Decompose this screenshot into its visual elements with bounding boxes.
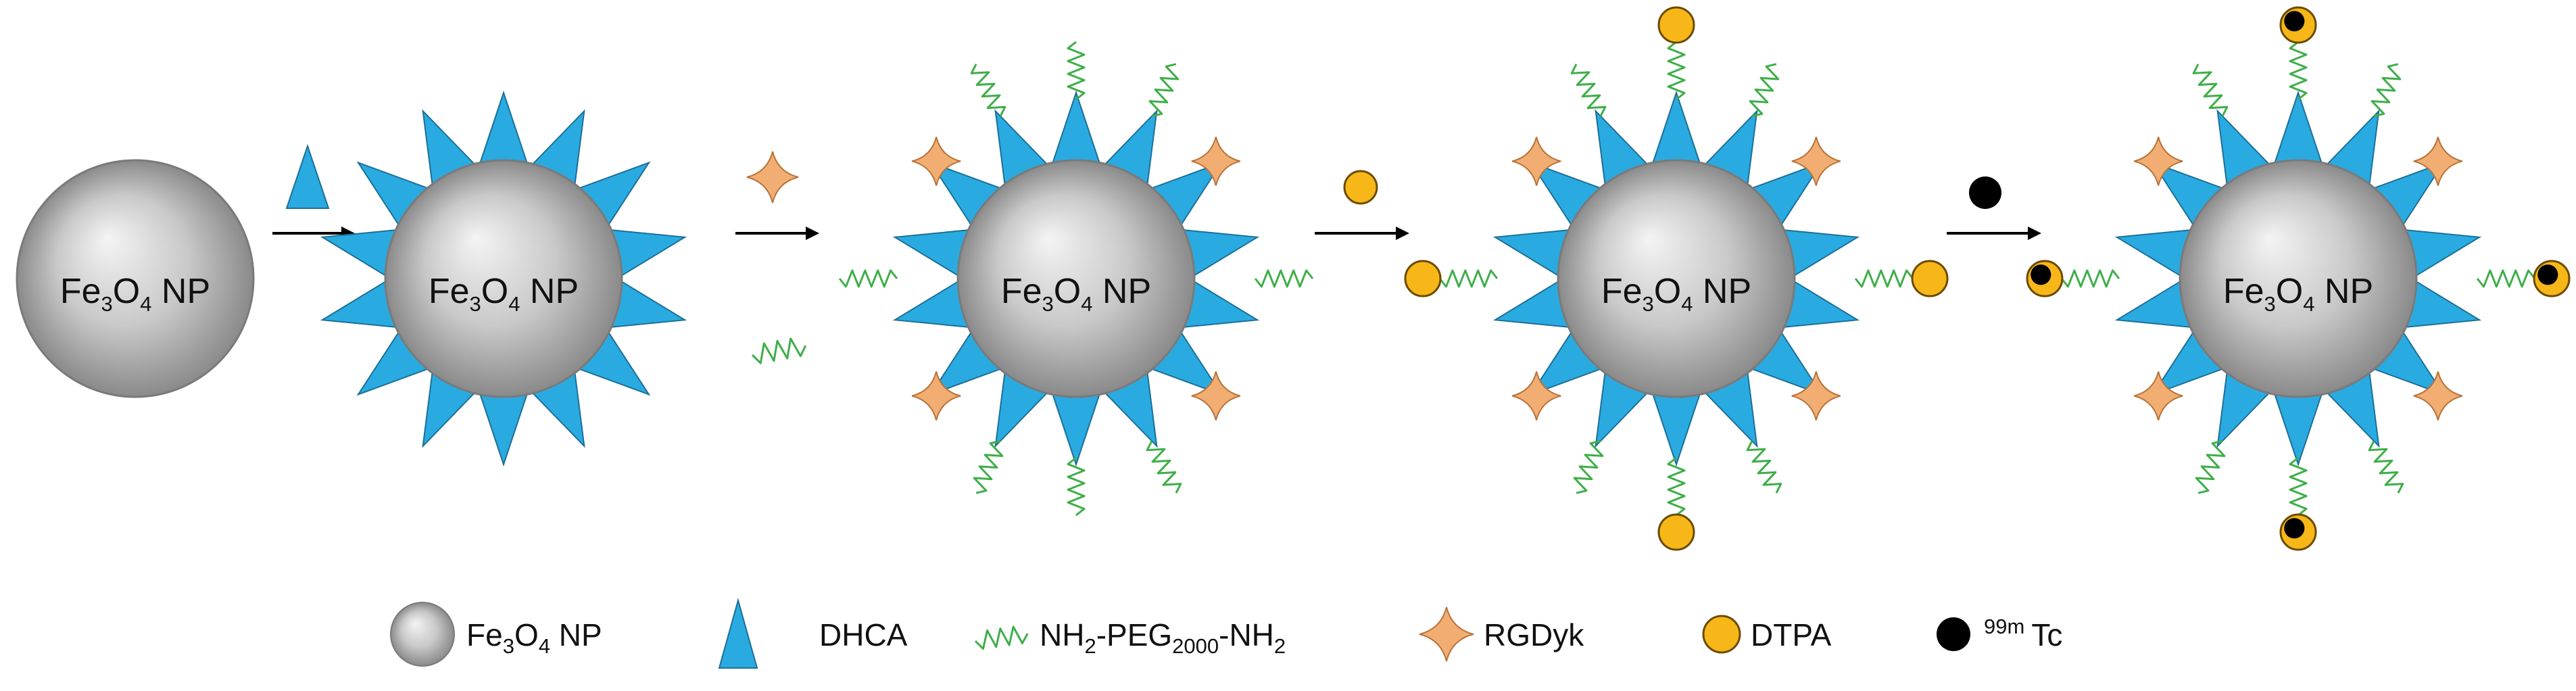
reaction-arrow-3 [1315, 227, 1409, 240]
peg-chain-icon [2368, 440, 2404, 494]
tc-dot [2537, 264, 2558, 285]
dtpa-circle-icon [1657, 513, 1695, 551]
rgdyk-star-icon [1791, 137, 1841, 186]
arrow-head [1396, 227, 1409, 240]
peg-chain-icon [973, 439, 1004, 494]
rgdyk-star-icon [1791, 371, 1841, 421]
fe3o4-np-stage5 [2179, 159, 2418, 398]
peg-chain-icon [2195, 439, 2226, 494]
tc-dot [2284, 11, 2305, 32]
peg-chain-icon [1254, 269, 1314, 288]
rgdyk-star-icon [911, 371, 961, 421]
peg-chain-icon [1573, 439, 1604, 494]
peg-chain-icon [838, 269, 898, 288]
dtpa-reagent-icon [1343, 170, 1378, 205]
fe3o4-np-stage1 [16, 159, 255, 398]
legend-dtpa-icon [1702, 615, 1741, 654]
fe3o4-np-stage2 [384, 159, 623, 398]
dhca-spike [2273, 90, 2324, 166]
np-label-3: Fe3O4 NP [1001, 272, 1151, 316]
rgdyk-star-icon [2133, 371, 2183, 421]
peg-chain-icon [1438, 269, 1499, 288]
peg-chain-icon [1749, 63, 1780, 118]
fe3o4-np-stage3 [956, 159, 1196, 398]
peg-chain-icon [1854, 269, 1914, 288]
peg-chain-icon [2289, 456, 2308, 517]
legend-rgdyk-icon [1419, 606, 1474, 662]
peg-chain-icon [1146, 440, 1182, 494]
peg-chain-icon [2289, 41, 2308, 101]
peg-chain-icon [2060, 269, 2120, 288]
dhca-spike [478, 90, 529, 166]
fe3o4-np-stage4 [1557, 159, 1796, 398]
peg-reagent-icon [751, 337, 807, 364]
dhca-reagent-icon [285, 143, 330, 209]
legend-label-fe3o4: Fe3O4 NP [466, 617, 602, 658]
tc-reagent-icon [1969, 176, 2001, 209]
dtpa-circle-icon [1404, 260, 1442, 297]
dhca-spike [1050, 391, 1102, 467]
dhca-spike [2273, 391, 2324, 467]
peg-chain-icon [970, 64, 1006, 117]
peg-chain-icon [1667, 41, 1686, 101]
dhca-spike [478, 391, 529, 467]
np-label-5: Fe3O4 NP [2223, 272, 2373, 316]
peg-chain-icon [2192, 64, 2229, 117]
dhca-spike [1651, 90, 1702, 166]
peg-chain-icon [2371, 63, 2402, 118]
rgdyk-star-icon [2133, 137, 2183, 186]
dtpa-tc-icon [2026, 260, 2064, 297]
dtpa-tc-icon [2533, 260, 2571, 297]
peg-chain-icon [1067, 456, 1086, 517]
dtpa-tc-icon [2279, 513, 2317, 551]
rgdyk-star-icon [1191, 371, 1241, 421]
dhca-spike [1050, 90, 1102, 166]
legend-label-dhca: DHCA [819, 617, 908, 652]
rgdyk-reagent-icon [746, 151, 799, 204]
np-label-1: Fe3O4 NP [60, 272, 210, 316]
np-label-4: Fe3O4 NP [1601, 272, 1751, 316]
legend-label-peg: NH2-PEG2000-NH2 [1040, 617, 1286, 658]
peg-chain-icon [2476, 269, 2536, 288]
legend-label-dtpa: DTPA [1751, 617, 1832, 652]
legend-dhca-icon [718, 598, 758, 669]
rgdyk-star-icon [911, 137, 961, 186]
reaction-arrow-2 [735, 227, 819, 240]
dtpa-circle-icon [1911, 260, 1949, 297]
arrow-head [2028, 227, 2041, 240]
arrow-head [806, 227, 819, 240]
rgdyk-star-icon [1511, 137, 1561, 186]
legend-sphere-icon [390, 602, 455, 667]
rgdyk-star-icon [2413, 137, 2463, 186]
peg-chain-icon [1148, 63, 1180, 118]
peg-chain-icon [1746, 440, 1782, 494]
tc-dot [2031, 264, 2051, 285]
np-label-2: Fe3O4 NP [429, 272, 579, 316]
legend-label-rgdyk: RGDyk [1484, 617, 1584, 652]
rgdyk-star-icon [1511, 371, 1561, 421]
reaction-arrow-4 [1947, 227, 2041, 240]
scene-layer [16, 6, 2571, 669]
rgdyk-star-icon [2413, 371, 2463, 421]
peg-chain-icon [1067, 41, 1086, 101]
tc-dot [2284, 518, 2305, 539]
legend-tc-icon [1937, 617, 1970, 651]
legend-peg-icon [974, 625, 1029, 650]
peg-chain-icon [1570, 64, 1607, 117]
peg-chain-icon [1667, 456, 1686, 517]
dhca-spike [1651, 391, 1702, 467]
dhca-spikes-stage2 [320, 90, 687, 467]
dtpa-tc-icon [2279, 6, 2317, 44]
dtpa-circle-icon [1657, 6, 1695, 44]
rgdyk-star-icon [1191, 137, 1241, 186]
